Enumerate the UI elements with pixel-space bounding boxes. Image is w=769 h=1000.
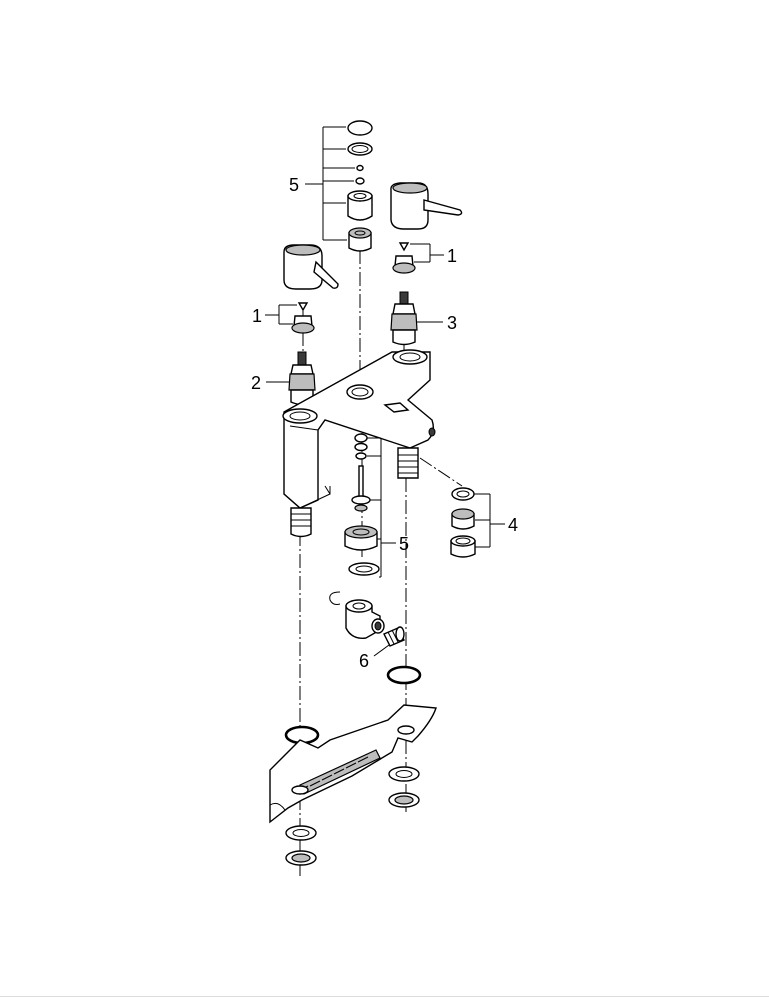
upper-seals [284,665,422,745]
callout-5-lower: 5 [399,534,409,554]
top-cap-stack [347,120,373,252]
callout-bracket-5-lower [367,437,396,578]
callout-1-right: 1 [447,246,457,266]
callout-leader-6 [373,644,390,657]
callout-bracket-right-1 [410,243,444,263]
lower-washers [285,766,420,866]
right-screw-insert [392,242,416,274]
callout-bracket-4 [474,493,505,548]
right-cartridge [390,291,418,346]
bottom-divider [0,996,769,997]
right-lever-handle [390,182,463,230]
callout-bracket-top-5 [305,126,355,241]
callout-5-top: 5 [289,175,299,195]
faucet-body [282,349,436,538]
left-screw-insert [291,302,315,334]
callout-1-left: 1 [252,306,262,326]
elbow-fitting [329,591,385,639]
callout-bracket-left-1 [265,304,297,325]
adapter-fitting [383,626,405,647]
aerator-set [450,487,476,558]
callout-4: 4 [508,515,518,535]
diverter-set [344,433,380,576]
callout-2: 2 [251,373,261,393]
callout-6: 6 [359,651,369,671]
left-lever-handle [283,244,339,290]
callout-3: 3 [447,313,457,333]
deck-section [269,704,437,824]
